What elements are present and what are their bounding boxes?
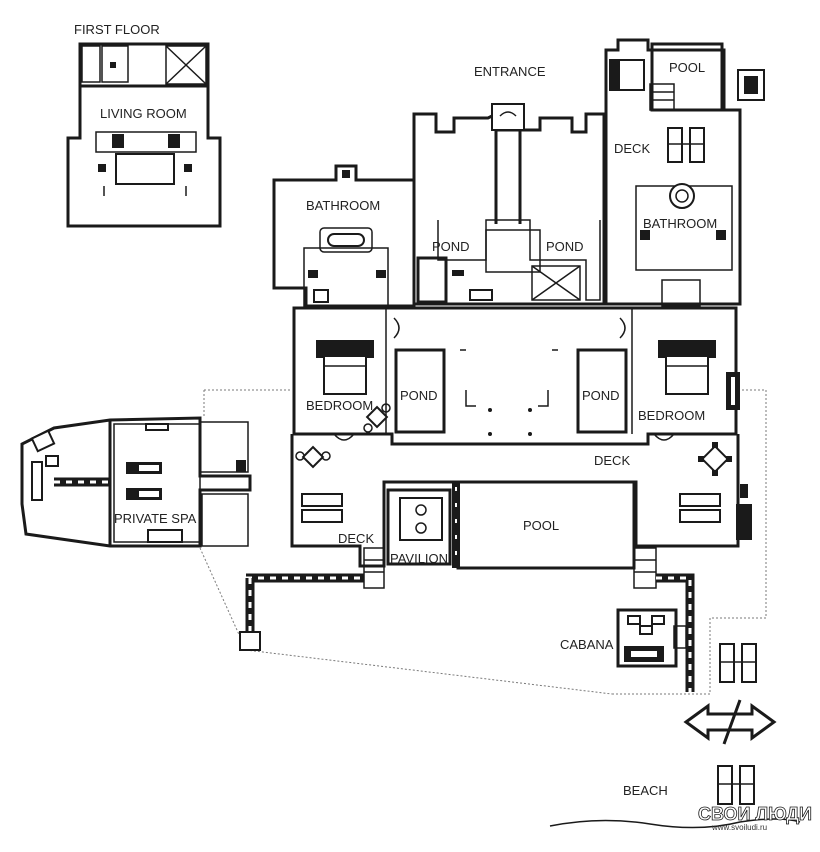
lounger-icon [667, 127, 705, 163]
watermark-logo: СВОИ ЛЮДИ [698, 804, 812, 824]
watermark-url: www.svoiludi.ru [711, 823, 767, 832]
arrow-icon [683, 699, 777, 745]
label-bedroom-right: BEDROOM [638, 408, 705, 423]
entrance-wing [412, 103, 606, 306]
first-floor-plan [66, 42, 222, 228]
label-pond-4: POND [582, 388, 620, 403]
bathroom-left-block [272, 164, 416, 308]
label-living-room: LIVING ROOM [100, 106, 187, 121]
label-pond-1: POND [432, 239, 470, 254]
stairs-icon [649, 83, 675, 111]
label-bedroom-left: BEDROOM [306, 398, 373, 413]
shoreline [549, 818, 801, 829]
stairs-icon [165, 45, 207, 85]
label-pavilion: PAVILION [390, 551, 448, 566]
entrance-door [491, 103, 525, 131]
table-chairs-icon [295, 445, 331, 469]
label-pool-top: POOL [669, 60, 705, 75]
label-pool-main: POOL [523, 518, 559, 533]
central-building [292, 306, 740, 446]
label-pond-3: POND [400, 388, 438, 403]
private-spa [20, 416, 252, 548]
lounger-icon [719, 643, 757, 683]
lounger-icon [679, 493, 721, 523]
pond-left [394, 348, 446, 434]
sofa-icon [115, 153, 175, 185]
pond-right [576, 348, 628, 434]
bed-icon [658, 340, 716, 395]
label-entrance: ENTRANCE [474, 64, 546, 79]
label-deck-center: DECK [594, 453, 630, 468]
label-cabana: CABANA [560, 637, 614, 652]
label-pond-2: POND [546, 239, 584, 254]
site-boundary [199, 389, 767, 695]
table-chairs-icon [698, 442, 732, 476]
upper-right-wing [604, 38, 765, 307]
lounger-icon [717, 765, 755, 805]
label-bathroom-left: BATHROOM [306, 198, 380, 213]
table-chairs-icon [363, 403, 391, 433]
lower-deck [290, 434, 752, 589]
label-deck-right: DECK [614, 141, 650, 156]
pavilion [386, 488, 452, 566]
bed-icon [316, 340, 374, 395]
boardwalk [54, 477, 695, 692]
label-beach: BEACH [623, 783, 668, 798]
label-first-floor: FIRST FLOOR [74, 22, 160, 37]
label-deck-lower: DECK [338, 531, 374, 546]
massage-table-icon [126, 462, 162, 500]
label-bathroom-right: BATHROOM [643, 216, 717, 231]
bathtub-icon [319, 227, 373, 253]
label-private-spa: PRIVATE SPA [114, 511, 197, 526]
lounger-icon [301, 493, 343, 523]
cabana [616, 608, 687, 668]
stairs-icon [531, 265, 581, 301]
